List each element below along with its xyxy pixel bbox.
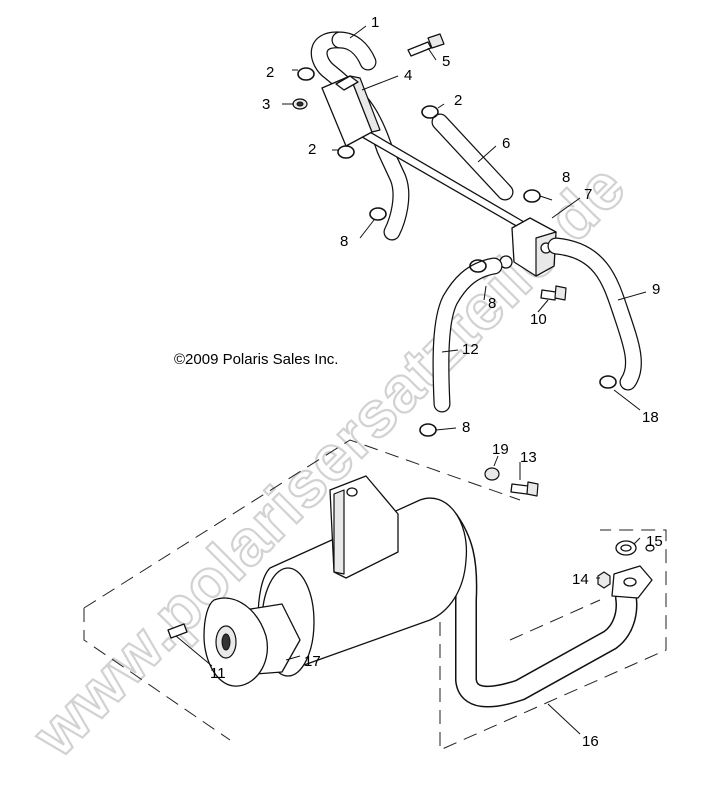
clamp-8d — [419, 423, 437, 437]
callout-4: 4 — [404, 67, 412, 84]
hose-6 — [431, 113, 514, 201]
callout-17: 17 — [304, 653, 321, 670]
callout-1: 1 — [371, 14, 379, 31]
breather-box-4 — [321, 75, 381, 147]
callout-7: 7 — [584, 186, 592, 203]
clamp-8a — [523, 189, 541, 203]
callout-8c: 8 — [488, 295, 496, 312]
clamp-2a — [292, 67, 315, 81]
callout-2c: 2 — [308, 141, 316, 158]
callout-10: 10 — [530, 311, 547, 328]
clamp-8b — [369, 207, 387, 221]
clamp-2c — [332, 145, 355, 159]
bolt-11 — [167, 623, 188, 639]
copyright-notice: ©2009 Polaris Sales Inc. — [174, 351, 338, 368]
callout-8a: 8 — [562, 169, 570, 186]
gasket-15 — [615, 540, 637, 556]
callout-11: 11 — [210, 665, 226, 682]
hose-9 — [547, 237, 642, 391]
assembly-boundary — [83, 439, 667, 751]
callout-5: 5 — [442, 53, 450, 70]
nut-14 — [597, 571, 611, 589]
callout-2a: 2 — [266, 64, 274, 81]
callout-14: 14 — [572, 571, 589, 588]
bolt-10 — [540, 285, 567, 301]
clamp-18 — [599, 375, 617, 389]
callout-3: 3 — [262, 96, 270, 113]
callout-13: 13 — [520, 449, 537, 466]
clamp-8c — [469, 259, 487, 273]
callout-18: 18 — [642, 409, 659, 426]
bolt-5 — [407, 33, 445, 57]
callout-15: 15 — [646, 533, 663, 550]
clamp-2b — [421, 103, 445, 119]
callout-2b: 2 — [454, 92, 462, 109]
leader-lines — [175, 25, 647, 735]
callout-8b: 8 — [340, 233, 348, 250]
nut-3 — [292, 98, 308, 110]
muffler-flange — [203, 597, 301, 687]
callout-9: 9 — [652, 281, 660, 298]
callout-12: 12 — [462, 341, 479, 358]
callout-16: 16 — [582, 733, 599, 750]
callout-8d: 8 — [462, 419, 470, 436]
hose-12 — [432, 257, 503, 413]
spacer-19 — [484, 467, 500, 481]
callout-6: 6 — [502, 135, 510, 152]
callout-19: 19 — [492, 441, 509, 458]
bolt-13 — [510, 481, 539, 497]
